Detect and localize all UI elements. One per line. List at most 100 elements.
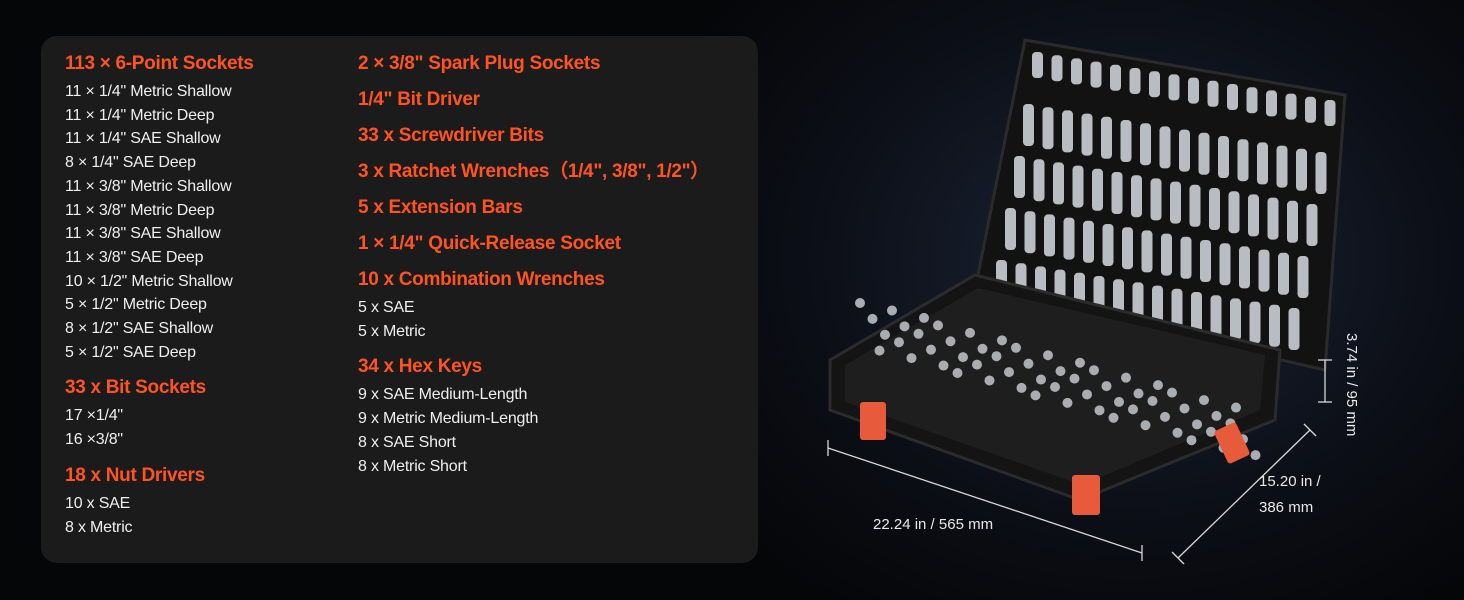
socket (1129, 68, 1141, 94)
list-item: 9 x Metric Medium-Length (358, 410, 539, 428)
width-dimension-line2: 386 mm (1259, 499, 1314, 516)
socket (1042, 107, 1054, 150)
list-item: 5 × 1/2" SAE Deep (65, 343, 196, 361)
socket (1016, 382, 1027, 393)
socket (1188, 77, 1199, 104)
list-item: 11 × 1/4" Metric Deep (65, 106, 215, 124)
group-heading: 1 × 1/4" Quick-Release Socket (358, 233, 621, 254)
socket (1062, 397, 1073, 408)
list-item: 11 × 3/8" Metric Shallow (65, 177, 232, 195)
socket (1306, 204, 1318, 246)
group-heading: 33 x Screwdriver Bits (358, 125, 544, 146)
socket (991, 351, 1002, 362)
socket (1246, 87, 1258, 114)
socket (984, 375, 995, 386)
socket (867, 313, 878, 324)
socket (1131, 175, 1142, 218)
socket (1159, 126, 1171, 169)
latch (1214, 422, 1250, 464)
socket (1140, 123, 1151, 166)
list-item: 11 × 3/8" Metric Deep (65, 201, 215, 219)
socket (1094, 405, 1105, 416)
socket (1004, 367, 1014, 378)
socket (1287, 200, 1298, 243)
socket (906, 353, 917, 364)
socket (1082, 389, 1092, 400)
socket (1257, 142, 1268, 185)
socket (1055, 366, 1066, 377)
socket (1072, 165, 1084, 208)
socket (1167, 387, 1177, 398)
right-column: 2 × 3/8" Spark Plug Sockets 1/4" Bit Dri… (358, 52, 709, 478)
list-item: 11 × 3/8" SAE Deep (65, 248, 204, 266)
socket (1063, 217, 1075, 260)
socket (1207, 80, 1219, 107)
group-heading: 3 x Ratchet Wrenches（1/4", 3/8", 1/2"） (358, 161, 710, 182)
socket (1200, 240, 1211, 282)
left-column: 113 × 6-Point Sockets 11 × 1/4" Metric S… (65, 52, 254, 539)
socket (1209, 188, 1220, 230)
socket (952, 368, 963, 378)
socket (1172, 427, 1183, 438)
width-dimension-line1: 15.20 in / (1259, 473, 1321, 490)
list-item: 11 × 3/8" SAE Shallow (65, 225, 221, 243)
list-item: 16 ×3/8" (65, 431, 123, 449)
socket (1231, 402, 1241, 413)
length-dimension: 22.24 in / 565 mm (873, 516, 994, 533)
socket (874, 345, 885, 356)
toolbox-image (827, 38, 1347, 565)
socket (1297, 256, 1309, 298)
socket (1153, 380, 1163, 391)
group-heading: 33 x Bit Sockets (65, 377, 206, 399)
socket (1269, 304, 1280, 347)
socket (1250, 450, 1261, 461)
socket (1230, 298, 1241, 341)
list-item: 9 x SAE Medium-Length (358, 386, 528, 404)
socket (1171, 288, 1183, 331)
socket (1285, 93, 1297, 120)
socket (1111, 172, 1123, 214)
socket (1189, 184, 1201, 227)
group-heading: 1/4" Bit Driver (358, 89, 480, 110)
socket (1053, 162, 1064, 205)
socket (1152, 285, 1163, 328)
socket (1140, 420, 1151, 431)
group-heading: 5 x Extension Bars (358, 197, 523, 218)
list-item: 11 × 1/4" Metric Shallow (65, 83, 232, 100)
contents-panel: 113 × 6-Point Sockets 11 × 1/4" Metric S… (41, 36, 758, 563)
socket (1044, 214, 1055, 257)
socket (1315, 152, 1327, 194)
socket (1266, 90, 1277, 117)
socket (926, 344, 936, 355)
socket (965, 327, 975, 338)
socket (1033, 159, 1045, 202)
socket (1120, 120, 1132, 162)
socket (1199, 395, 1209, 406)
socket (1071, 58, 1082, 85)
list-item: 17 ×1/4" (65, 407, 123, 425)
socket (894, 337, 904, 348)
socket (958, 352, 968, 363)
socket (1121, 372, 1131, 383)
list-item: 8 x SAE Short (358, 433, 456, 451)
socket (1083, 220, 1094, 263)
list-item: 8 x Metric Short (358, 457, 467, 475)
socket (1258, 249, 1270, 292)
socket (938, 360, 949, 371)
group-heading: 113 × 6-Point Sockets (65, 53, 254, 74)
socket (1101, 381, 1112, 392)
socket (972, 359, 982, 370)
socket (1005, 208, 1016, 250)
socket (1062, 110, 1073, 153)
height-dimension: 3.74 in / 95 mm (1343, 333, 1360, 437)
socket (1227, 84, 1238, 110)
socket (945, 336, 956, 347)
base-sockets (855, 298, 1261, 461)
socket (1081, 113, 1093, 156)
group-heading: 2 × 3/8" Spark Plug Sockets (358, 53, 601, 74)
list-item: 5 × 1/2" Metric Deep (65, 296, 207, 314)
socket (1090, 61, 1102, 88)
socket (1023, 104, 1034, 146)
socket (1014, 156, 1025, 198)
socket (1210, 295, 1222, 338)
